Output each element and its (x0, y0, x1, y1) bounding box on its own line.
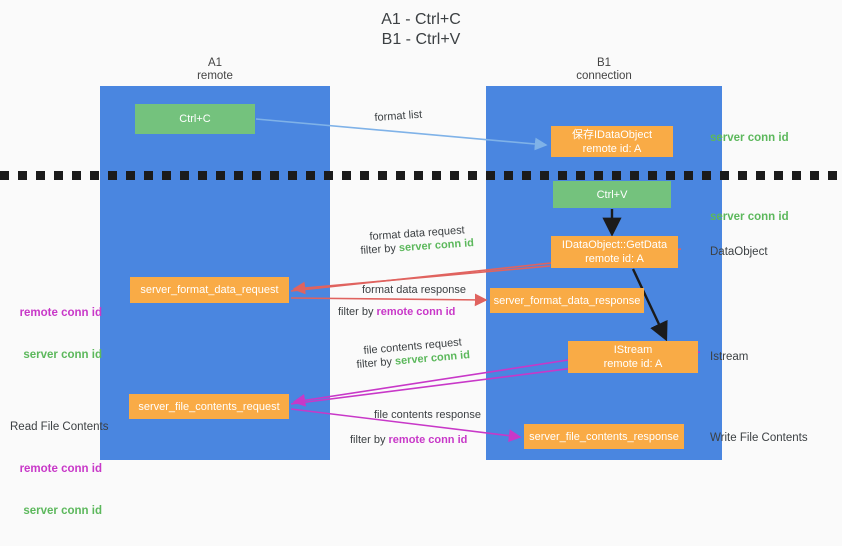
label-server-conn-id-file: server conn id (23, 505, 102, 517)
label-server-conn-id-mid: server conn id (710, 211, 789, 223)
box-istream[interactable]: IStream remote id: A (568, 341, 698, 373)
filter-key-remote-conn-id: remote conn id (376, 306, 456, 318)
box-server-file-contents-response[interactable]: server_file_contents_response (524, 424, 684, 449)
box-save-idataobject[interactable]: 保存IDataObject remote id: A (551, 126, 673, 157)
label-istream: Istream (710, 351, 749, 363)
filter-prefix: filter by (350, 434, 389, 446)
label-remote-conn-id-file: remote conn id (19, 463, 102, 475)
caption-file-contents-response-filter: filter by remote conn id (350, 433, 467, 447)
box-server-format-data-response[interactable]: server_format_data_response (490, 288, 644, 313)
box-ctrl-v[interactable]: Ctrl+V (553, 181, 671, 208)
caption-file-contents-response: file contents response (374, 409, 482, 421)
lane-header-b1: B1 connection (576, 57, 632, 82)
boundary-divider (0, 171, 842, 180)
filter-prefix: filter by (360, 242, 400, 257)
caption-format-data-response-filter: filter by remote conn id (338, 305, 455, 319)
label-read-file-contents: Read File Contents (10, 421, 109, 433)
box-server-format-data-request[interactable]: server_format_data_request (130, 277, 289, 303)
label-group-read-file-contents: Read File Contents remote conn id server… (10, 392, 109, 546)
label-remote-conn-id-format: remote conn id (19, 307, 102, 319)
filter-prefix: filter by (356, 355, 396, 371)
box-idataobject-getdata[interactable]: IDataObject::GetData remote id: A (551, 236, 678, 268)
box-ctrl-c[interactable]: Ctrl+C (135, 104, 255, 134)
filter-key-remote-conn-id: remote conn id (388, 434, 468, 446)
caption-format-data-response: format data response (362, 284, 466, 296)
diagram-canvas: A1 - Ctrl+C B1 - Ctrl+V A1 remote B1 con… (0, 11, 842, 517)
label-write-file-contents: Write File Contents (710, 432, 808, 444)
label-dataobject: DataObject (710, 246, 768, 258)
box-server-file-contents-request[interactable]: server_file_contents_request (129, 394, 289, 419)
label-group-conn-ids-format: remote conn id server conn id (10, 278, 102, 390)
lane-header-a1: A1 remote (197, 57, 233, 82)
filter-key-server-conn-id: server conn id (398, 237, 475, 255)
caption-format-list: format list (374, 108, 423, 124)
label-server-conn-id-top: server conn id (710, 132, 789, 144)
filter-prefix: filter by (338, 306, 377, 318)
label-server-conn-id-format: server conn id (23, 349, 102, 361)
diagram-title: A1 - Ctrl+C B1 - Ctrl+V (381, 11, 461, 48)
